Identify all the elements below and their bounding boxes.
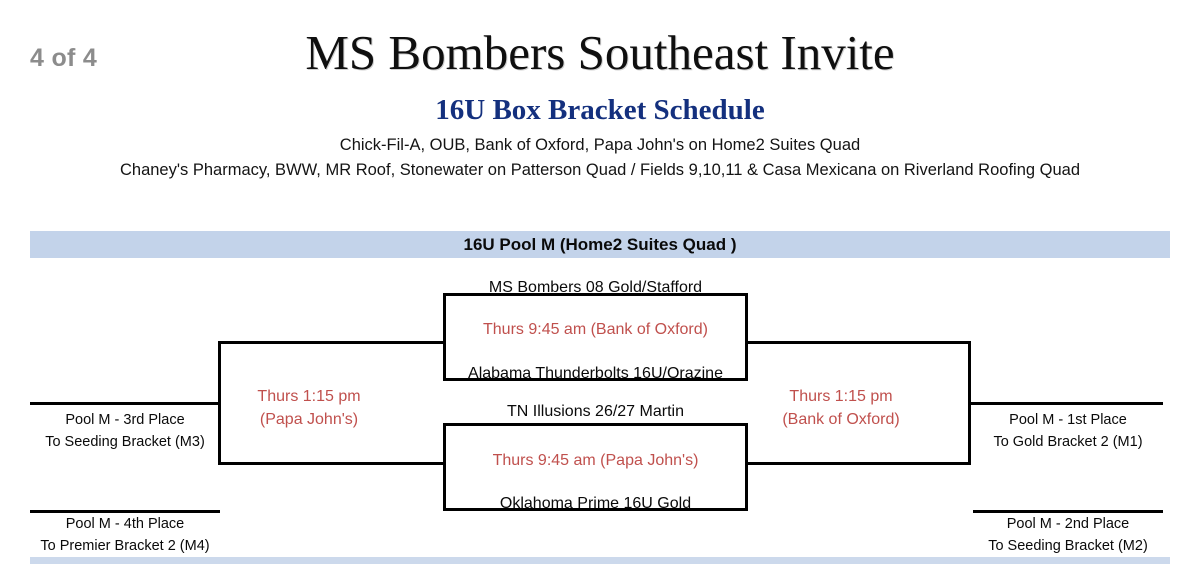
r2-right-time-line-2: (Bank of Oxford) — [782, 411, 900, 429]
match-2-box — [443, 423, 748, 511]
right-first-place-line — [968, 402, 1163, 405]
placement-left-top: Pool M - 3rd Place To Seeding Bracket (M… — [30, 410, 220, 454]
placement-right-bottom-line-2: To Seeding Bracket (M2) — [988, 537, 1148, 554]
page-title: MS Bombers Southeast Invite — [305, 25, 895, 80]
r2-left-vertical-upper — [218, 341, 221, 403]
r2-left-time-line-2: (Papa John's) — [259, 411, 359, 429]
placement-left-bottom-line-2: To Premier Bracket 2 (M4) — [40, 537, 210, 554]
r2-right-vertical-lower — [968, 403, 971, 465]
placement-left-bottom-line-1: Pool M - 4th Place — [65, 516, 185, 532]
placement-left-top-line-2: To Seeding Bracket (M3) — [45, 433, 205, 450]
r2-left-vertical-lower — [218, 403, 221, 465]
pool-header-bar: 16U Pool M (Home2 Suites Quad ) — [30, 231, 1170, 258]
placement-right-bottom-line-1: Pool M - 2nd Place — [1006, 516, 1130, 532]
left-third-place-line — [30, 402, 220, 405]
r2-right-vertical-upper — [968, 341, 971, 403]
r2-left-time-line-1: Thurs 1:15 pm — [257, 388, 361, 405]
placement-left-top-line-1: Pool M - 3rd Place — [65, 412, 185, 428]
venue-line-2: Chaney's Pharmacy, BWW, MR Roof, Stonewa… — [119, 161, 1080, 179]
placement-left-bottom: Pool M - 4th Place To Premier Bracket 2 … — [30, 514, 220, 558]
page-counter: 4 of 4 — [30, 44, 98, 72]
right-second-place-line — [973, 510, 1163, 513]
match-2-top-team: TN Illusions 26/27 Martin — [507, 403, 684, 420]
match-1-time: Thurs 9:45 am (Bank of Oxford) — [483, 321, 708, 338]
match-2-time: Thurs 9:45 am (Papa John's) — [492, 452, 699, 469]
r2-right-bottom-line — [750, 462, 971, 465]
r2-right-time-line-1: Thurs 1:15 pm — [789, 388, 893, 405]
r2-right-top-line — [750, 341, 971, 344]
page-subtitle: 16U Box Bracket Schedule — [435, 94, 765, 126]
bottom-accent-strip — [30, 557, 1170, 564]
match-2-bottom-team: Oklahoma Prime 16U Gold — [499, 495, 692, 512]
placement-right-top-line-2: To Gold Bracket 2 (M1) — [993, 433, 1143, 450]
match-1-bottom-team: Alabama Thunderbolts 16U/Orazine — [468, 365, 723, 382]
placement-right-top-line-1: Pool M - 1st Place — [1009, 412, 1127, 428]
venue-line-1: Chick-Fil-A, OUB, Bank of Oxford, Papa J… — [339, 136, 861, 154]
match-1-top-team: MS Bombers 08 Gold/Stafford — [488, 279, 703, 296]
r2-right-time: Thurs 1:15 pm (Bank of Oxford) — [750, 385, 932, 431]
left-fourth-place-line — [30, 510, 220, 513]
placement-right-top: Pool M - 1st Place To Gold Bracket 2 (M1… — [973, 410, 1163, 454]
r2-left-time: Thurs 1:15 pm (Papa John's) — [218, 385, 400, 431]
placement-right-bottom: Pool M - 2nd Place To Seeding Bracket (M… — [973, 514, 1163, 558]
pool-header-label: 16U Pool M (Home2 Suites Quad ) — [463, 234, 737, 254]
match-1-box — [443, 293, 748, 381]
